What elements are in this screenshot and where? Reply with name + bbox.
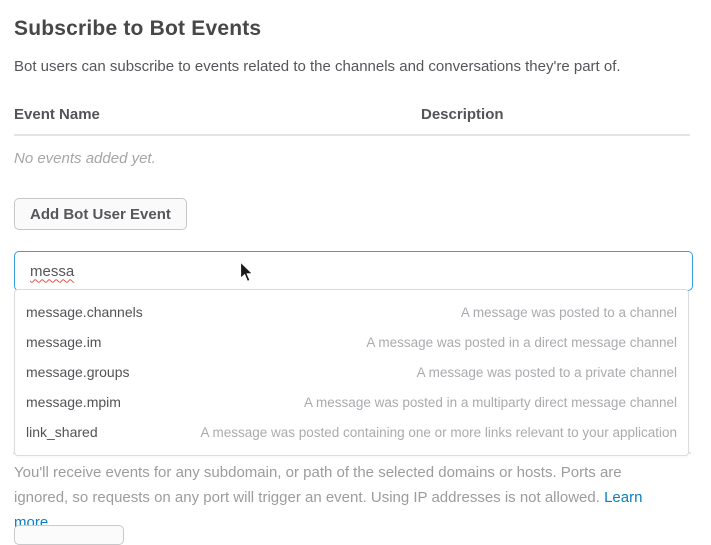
- column-header-event-name: Event Name: [14, 106, 100, 123]
- page-title: Subscribe to Bot Events: [14, 17, 262, 40]
- event-name: message.im: [26, 334, 102, 350]
- event-description: A message was posted containing one or m…: [200, 424, 677, 440]
- domains-note: You'll receive events for any subdomain,…: [14, 460, 674, 535]
- event-description: A message was posted to a private channe…: [416, 364, 677, 380]
- column-header-description: Description: [421, 106, 504, 123]
- dropdown-item-message-im[interactable]: message.im A message was posted in a dir…: [15, 327, 688, 357]
- empty-state-text: No events added yet.: [14, 150, 156, 167]
- section-description: Bot users can subscribe to events relate…: [14, 58, 621, 75]
- event-name: message.channels: [26, 304, 143, 320]
- event-name: message.mpim: [26, 394, 121, 410]
- event-description: A message was posted in a direct message…: [366, 334, 677, 350]
- event-search-input[interactable]: messa: [14, 251, 693, 291]
- dropdown-item-message-groups[interactable]: message.groups A message was posted to a…: [15, 357, 688, 387]
- subscribe-bot-events-section: Subscribe to Bot Events Bot users can su…: [13, 0, 693, 545]
- domains-note-text: You'll receive events for any subdomain,…: [14, 464, 622, 506]
- search-input-value: messa: [30, 262, 75, 280]
- event-name: message.groups: [26, 364, 130, 380]
- event-name: link_shared: [26, 424, 98, 440]
- table-header-divider: [14, 134, 690, 136]
- event-description: A message was posted to a channel: [460, 304, 677, 320]
- cropped-bottom-button[interactable]: [14, 525, 124, 545]
- event-description: A message was posted in a multiparty dir…: [304, 394, 677, 410]
- events-table-header: Event Name Description: [14, 106, 693, 123]
- dropdown-item-message-mpim[interactable]: message.mpim A message was posted in a m…: [15, 387, 688, 417]
- dropdown-item-message-channels[interactable]: message.channels A message was posted to…: [15, 297, 688, 327]
- dropdown-item-link-shared[interactable]: link_shared A message was posted contain…: [15, 417, 688, 447]
- add-bot-user-event-button[interactable]: Add Bot User Event: [14, 198, 187, 230]
- event-suggestions-dropdown: message.channels A message was posted to…: [14, 289, 689, 456]
